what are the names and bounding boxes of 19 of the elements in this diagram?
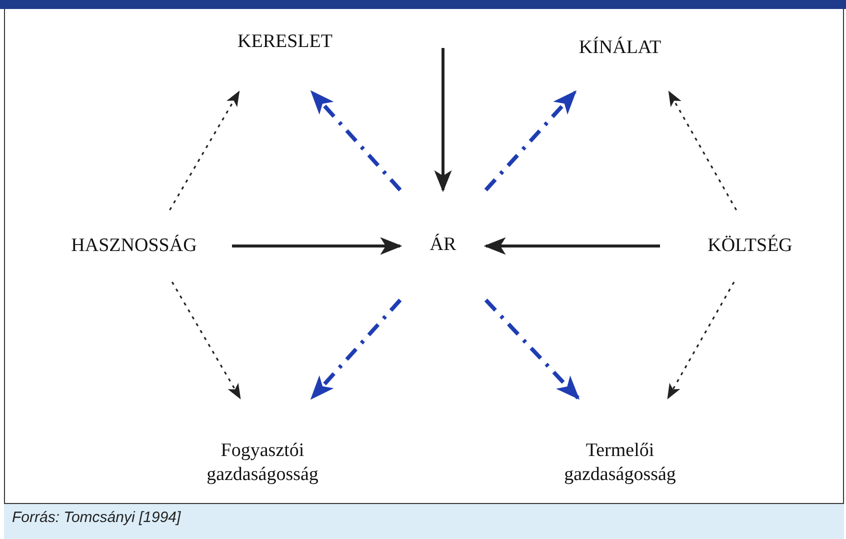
- arrow: [484, 298, 580, 400]
- node-label: Termelői gazdaságosság: [563, 438, 677, 488]
- arrow: [484, 237, 660, 255]
- arrow: [232, 237, 402, 255]
- arrow: [434, 48, 452, 192]
- node-label: Fogyasztói gazdaságosság: [206, 438, 320, 488]
- node-label: KERESLET: [238, 30, 332, 54]
- arrow: [667, 282, 735, 400]
- arrow: [171, 282, 241, 400]
- node-label: KÍNÁLAT: [578, 36, 662, 60]
- node-label: KÖLTSÉG: [708, 234, 792, 258]
- arrow: [310, 90, 402, 192]
- arrow: [484, 90, 577, 192]
- arrow: [668, 90, 737, 210]
- arrow: [310, 298, 402, 400]
- node-label: ÁR: [430, 232, 456, 257]
- node-label: HASZNOSSÁG: [71, 234, 197, 258]
- source-note: Forrás: Tomcsányi [1994]: [12, 509, 181, 526]
- arrow: [169, 90, 240, 210]
